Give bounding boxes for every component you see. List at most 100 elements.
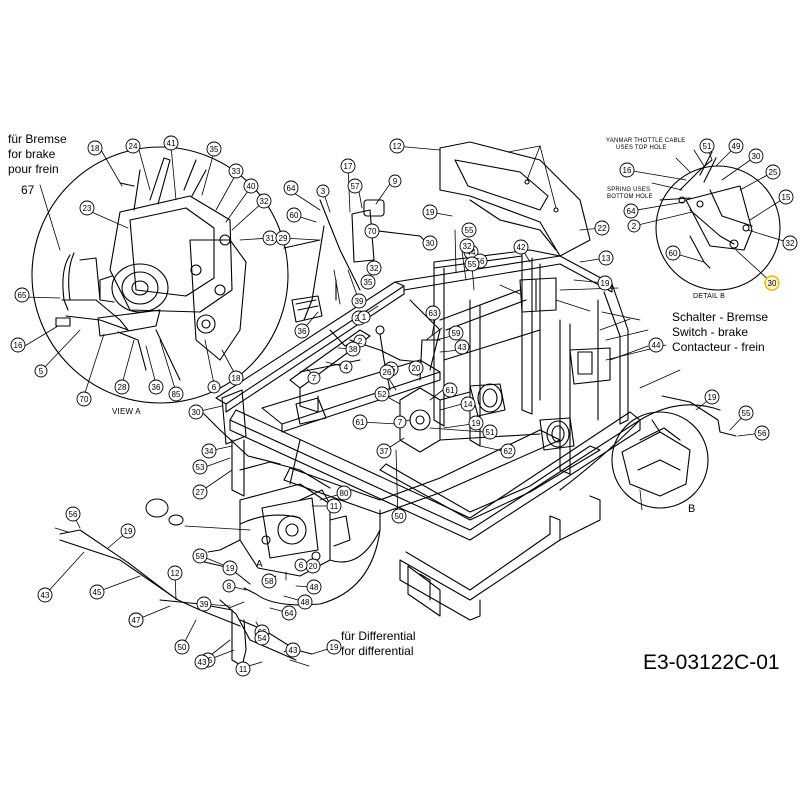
callout-27: 27: [192, 484, 208, 500]
callout-label: 52: [378, 390, 387, 399]
callout-label: 17: [344, 162, 353, 171]
callout-label: 15: [782, 193, 791, 202]
callout-58: 58: [261, 573, 277, 589]
callout-64: 64: [623, 203, 639, 219]
callout-18: 18: [87, 140, 103, 156]
callout-62: 62: [500, 443, 516, 459]
callout-11: 11: [326, 498, 342, 514]
callout-label: 29: [279, 234, 288, 243]
label-view-a: VIEW A: [112, 407, 141, 416]
note-spring-2: BOTTOM HOLE: [607, 194, 653, 200]
callout-3: 3: [316, 184, 330, 198]
callout-label: 57: [351, 182, 360, 191]
label-67: 67: [21, 183, 35, 197]
callout-26: 26: [379, 364, 395, 380]
callout-label: 27: [196, 488, 205, 497]
callout-label: 58: [265, 577, 274, 586]
callout-label: 20: [309, 562, 318, 571]
tank-bracket: [439, 141, 591, 257]
callout-label: 38: [349, 345, 358, 354]
callout-label: 5: [39, 367, 44, 376]
note-spring-1: SPRING USES: [607, 187, 651, 193]
callout-19: 19: [597, 275, 613, 291]
callout-label: 51: [703, 142, 712, 151]
note-yanmar-2: USES TOP HOLE: [616, 145, 667, 151]
callout-54: 54: [254, 630, 270, 646]
label-switch-fr: Contacteur - frein: [672, 340, 765, 354]
callout-42: 42: [513, 239, 529, 255]
callout-label: 19: [472, 419, 481, 428]
callout-20: 20: [408, 360, 424, 376]
callout-47: 47: [128, 612, 144, 628]
callout-label: 37: [380, 447, 389, 456]
callout-label: 19: [124, 527, 133, 536]
callout-label: 41: [167, 139, 176, 148]
callout-40: 40: [243, 178, 259, 194]
callout-label: 43: [41, 591, 50, 600]
callout-label: 23: [83, 204, 92, 213]
callout-label: 44: [467, 248, 476, 257]
callout-label: 47: [132, 616, 141, 625]
callout-48: 48: [306, 579, 322, 595]
callout-8: 8: [222, 579, 236, 593]
callout-9: 9: [388, 174, 402, 188]
callout-32: 32: [256, 193, 272, 209]
callout-43: 43: [194, 654, 210, 670]
callout-label: 49: [732, 142, 741, 151]
callout-label: 64: [627, 207, 636, 216]
callout-label: 56: [476, 257, 485, 266]
callout-32: 32: [366, 260, 382, 276]
callout-30: 30: [422, 235, 438, 251]
callout-label: 48: [310, 583, 319, 592]
callout-70: 70: [364, 223, 380, 239]
callout-label: 2: [358, 337, 363, 346]
callout-label: 43: [198, 658, 207, 667]
callout-36: 36: [148, 379, 164, 395]
callout-label: 28: [118, 383, 127, 392]
callout-label: 18: [232, 374, 241, 383]
callout-12: 12: [167, 565, 183, 581]
callout-35: 35: [206, 141, 222, 157]
callout-34: 34: [201, 443, 217, 459]
callout-label: 63: [429, 309, 438, 318]
callout-50: 50: [391, 508, 407, 524]
callout-label: 40: [247, 182, 256, 191]
callout-59: 59: [448, 325, 464, 341]
callout-6: 6: [207, 380, 221, 394]
callout-60: 60: [665, 245, 681, 261]
callout-23: 23: [79, 200, 95, 216]
callout-35: 35: [360, 274, 376, 290]
label-letter-b: B: [688, 503, 696, 515]
callout-61: 61: [352, 414, 368, 430]
pill-part: [168, 514, 184, 526]
callout-label: 30: [192, 408, 201, 417]
callout-label: 25: [769, 168, 778, 177]
callout-label: 7: [312, 374, 317, 383]
callout-label: 9: [393, 177, 398, 186]
callout-38: 38: [345, 341, 361, 357]
callout-label: 42: [517, 243, 526, 252]
callout-label: 45: [93, 588, 102, 597]
callout-label: 30: [426, 239, 435, 248]
callout-label: 33: [232, 167, 241, 176]
callout-label: 65: [18, 291, 27, 300]
callout-19: 19: [120, 523, 136, 539]
callout-25: 25: [765, 164, 781, 180]
callout-32: 32: [782, 235, 798, 251]
callout-label: 39: [355, 297, 364, 306]
callout-18: 18: [228, 370, 244, 386]
callout-label: 34: [205, 447, 214, 456]
callout-16: 16: [619, 162, 635, 178]
callout-14: 14: [460, 396, 476, 412]
callout-label: 60: [669, 249, 678, 258]
callout-label: 61: [356, 418, 365, 427]
callout-label: 85: [172, 390, 181, 399]
callout-label: 19: [426, 208, 435, 217]
callout-label: 24: [129, 142, 138, 151]
callout-55: 55: [738, 405, 754, 421]
callout-label: 14: [464, 400, 473, 409]
label-brake-fr: pour frein: [8, 162, 59, 176]
label-detail-b: DETAIL B: [693, 293, 725, 300]
callout-label: 32: [370, 264, 379, 273]
